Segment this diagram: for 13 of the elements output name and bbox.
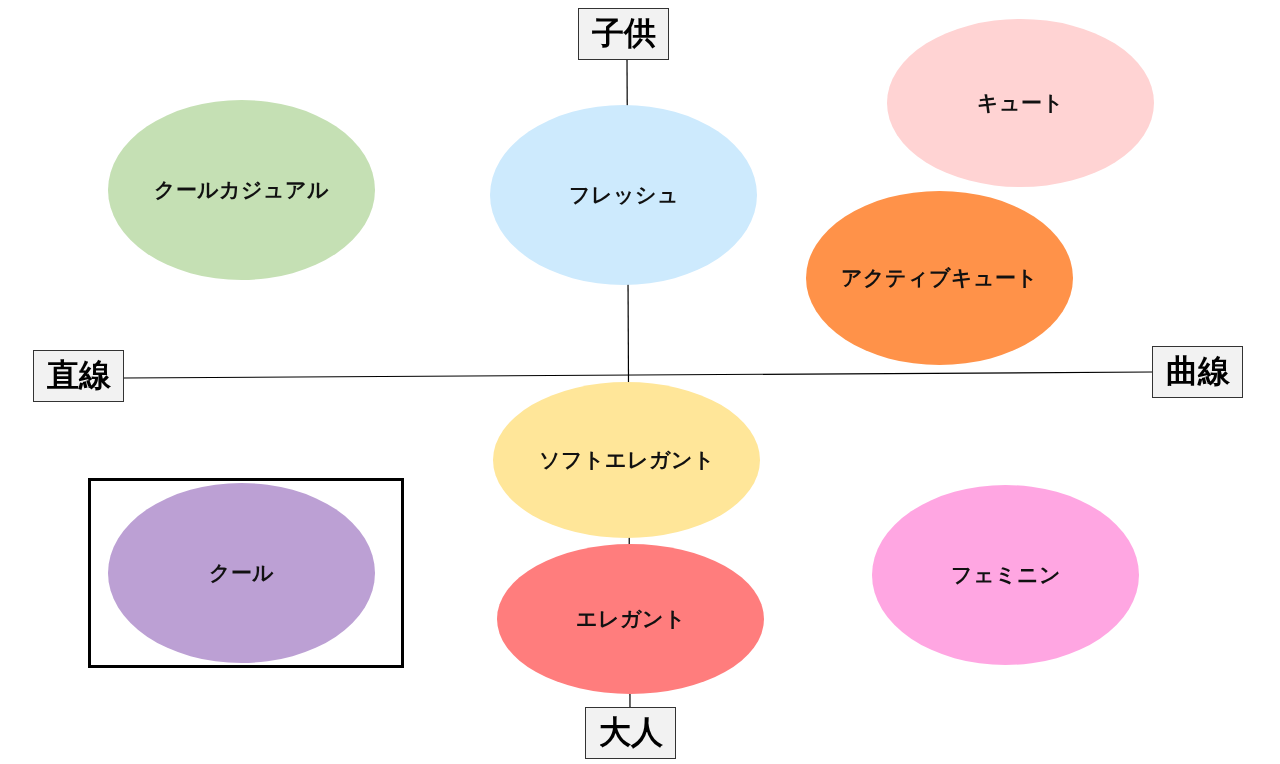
- style-label: アクティブキュート: [841, 265, 1038, 292]
- axis-label: 直線: [33, 350, 124, 402]
- style-label: フレッシュ: [568, 182, 679, 209]
- axis-label: 大人: [585, 707, 676, 759]
- style-label: クールカジュアル: [154, 177, 329, 204]
- highlight-frame: [88, 478, 404, 668]
- style-label: キュート: [977, 90, 1064, 117]
- axis-label: 子供: [578, 8, 669, 60]
- style-label: フェミニン: [950, 562, 1061, 589]
- axis-label: 曲線: [1152, 346, 1243, 398]
- style-label: ソフトエレガント: [538, 447, 715, 474]
- style-label: クール: [209, 560, 274, 587]
- style-label: エレガント: [575, 606, 686, 633]
